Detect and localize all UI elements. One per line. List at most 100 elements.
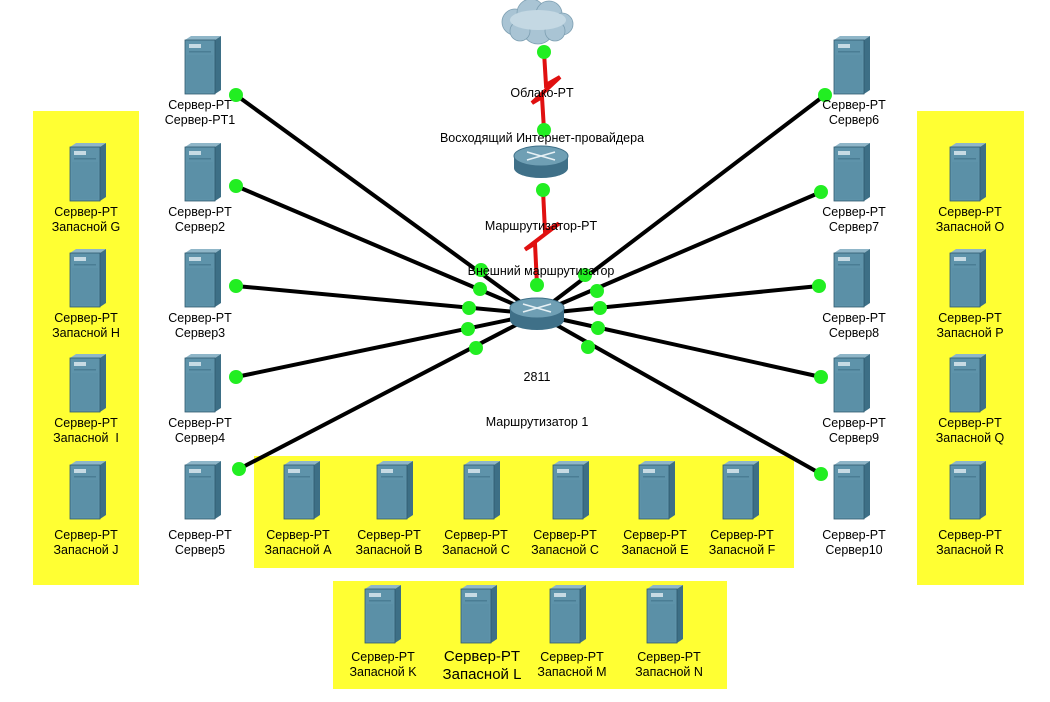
server-icon	[184, 249, 221, 308]
spare-server-bottom-5[interactable]	[721, 460, 761, 520]
spare-server-left-0[interactable]	[68, 142, 108, 202]
spare-server-right-1[interactable]	[948, 248, 988, 308]
ethernet-link	[536, 190, 822, 316]
link-status-dot	[229, 370, 243, 384]
server-icon	[283, 461, 320, 520]
server-icon	[376, 461, 413, 520]
device-type: Сервер-PT	[168, 205, 232, 219]
device-name: Запасной Q	[935, 431, 1005, 445]
cloud-type: Облако-PT	[510, 86, 574, 100]
spare-server-bottom-2[interactable]	[462, 460, 502, 520]
spare-server-lower-2[interactable]	[548, 584, 588, 644]
device-type: Сервер-PT	[822, 311, 886, 325]
ext-router-type: Маршрутизатор-PT	[484, 219, 598, 233]
spare-server-lower-3[interactable]	[645, 584, 685, 644]
device-type: Сервер-PT	[822, 98, 886, 112]
device-type: Сервер-PT	[938, 416, 1002, 430]
device-type: Сервер-PT	[357, 528, 421, 542]
server-icon	[463, 461, 500, 520]
link-status-dot	[814, 370, 828, 384]
link-status-dot	[473, 282, 487, 296]
ethernet-link	[235, 284, 538, 316]
device-type: Сервер-PT	[54, 416, 118, 430]
device-type: Сервер-PT	[822, 205, 886, 219]
core-router-icon[interactable]	[509, 297, 565, 330]
external-router-icon[interactable]	[513, 145, 569, 178]
server-s6[interactable]	[832, 35, 872, 95]
server-icon	[69, 354, 106, 413]
spare-server-right-0[interactable]	[948, 142, 988, 202]
device-type: Сервер-PT	[540, 650, 604, 664]
spare-server-bottom-0[interactable]	[282, 460, 322, 520]
server-s7[interactable]	[832, 142, 872, 202]
ext-router-label: Маршрутизатор-PT Внешний маршрутизатор	[468, 189, 615, 309]
device-name: Сервер4	[174, 431, 226, 445]
server-s1[interactable]	[183, 35, 223, 95]
spare-server-left-3[interactable]	[68, 460, 108, 520]
link-status-dot	[581, 340, 595, 354]
link-status-dot	[591, 321, 605, 335]
ethernet-link	[235, 312, 538, 379]
server-icon	[833, 143, 870, 202]
server-icon	[184, 461, 221, 520]
spare-server-left-2[interactable]	[68, 353, 108, 413]
server-icon	[949, 461, 986, 520]
server-icon	[949, 354, 986, 413]
server-s4[interactable]	[183, 353, 223, 413]
server-s9[interactable]	[832, 353, 872, 413]
server-s3[interactable]	[183, 248, 223, 308]
link-status-dot	[229, 179, 243, 193]
device-type: Сервер-PT	[822, 416, 886, 430]
spare-server-right-3[interactable]	[948, 460, 988, 520]
device-type: Сервер-PT	[168, 311, 232, 325]
server-icon	[833, 461, 870, 520]
server-icon	[460, 585, 497, 644]
device-type: Сервер-PT	[938, 311, 1002, 325]
server-icon	[646, 585, 683, 644]
spare-server-bottom-3[interactable]	[551, 460, 591, 520]
server-s10[interactable]	[832, 460, 872, 520]
link-status-dot	[474, 263, 488, 277]
server-s8[interactable]	[832, 248, 872, 308]
device-type: Сервер-PT	[54, 311, 118, 325]
spare-server-left-1[interactable]	[68, 248, 108, 308]
spare-server-right-2[interactable]	[948, 353, 988, 413]
device-type: Сервер-PT	[533, 528, 597, 542]
spare-server-lower-1[interactable]	[459, 584, 499, 644]
spare-server-lower-0[interactable]	[363, 584, 403, 644]
device-name: Запасной H	[52, 326, 120, 340]
link-status-dot	[812, 279, 826, 293]
device-type: Сервер-PT	[822, 528, 886, 542]
device-type: Сервер-PT	[54, 205, 118, 219]
spare-server-bottom-4[interactable]	[637, 460, 677, 520]
device-name: Запасной C	[531, 543, 599, 557]
server-icon	[184, 36, 221, 95]
server-s2[interactable]	[183, 142, 223, 202]
cloud-icon[interactable]	[501, 0, 574, 45]
link-status-dot	[537, 45, 551, 59]
device-type: Сервер-PT	[710, 528, 774, 542]
spare-server-bottom-1[interactable]	[375, 460, 415, 520]
server-icon	[364, 585, 401, 644]
device-name: Запасной B	[355, 543, 423, 557]
server-icon	[69, 461, 106, 520]
device-type: Сервер-PT	[54, 528, 118, 542]
server-icon	[833, 354, 870, 413]
serial-link	[530, 51, 562, 131]
server-icon	[69, 249, 106, 308]
server-s5[interactable]	[183, 460, 223, 520]
link-status-dot	[536, 183, 550, 197]
